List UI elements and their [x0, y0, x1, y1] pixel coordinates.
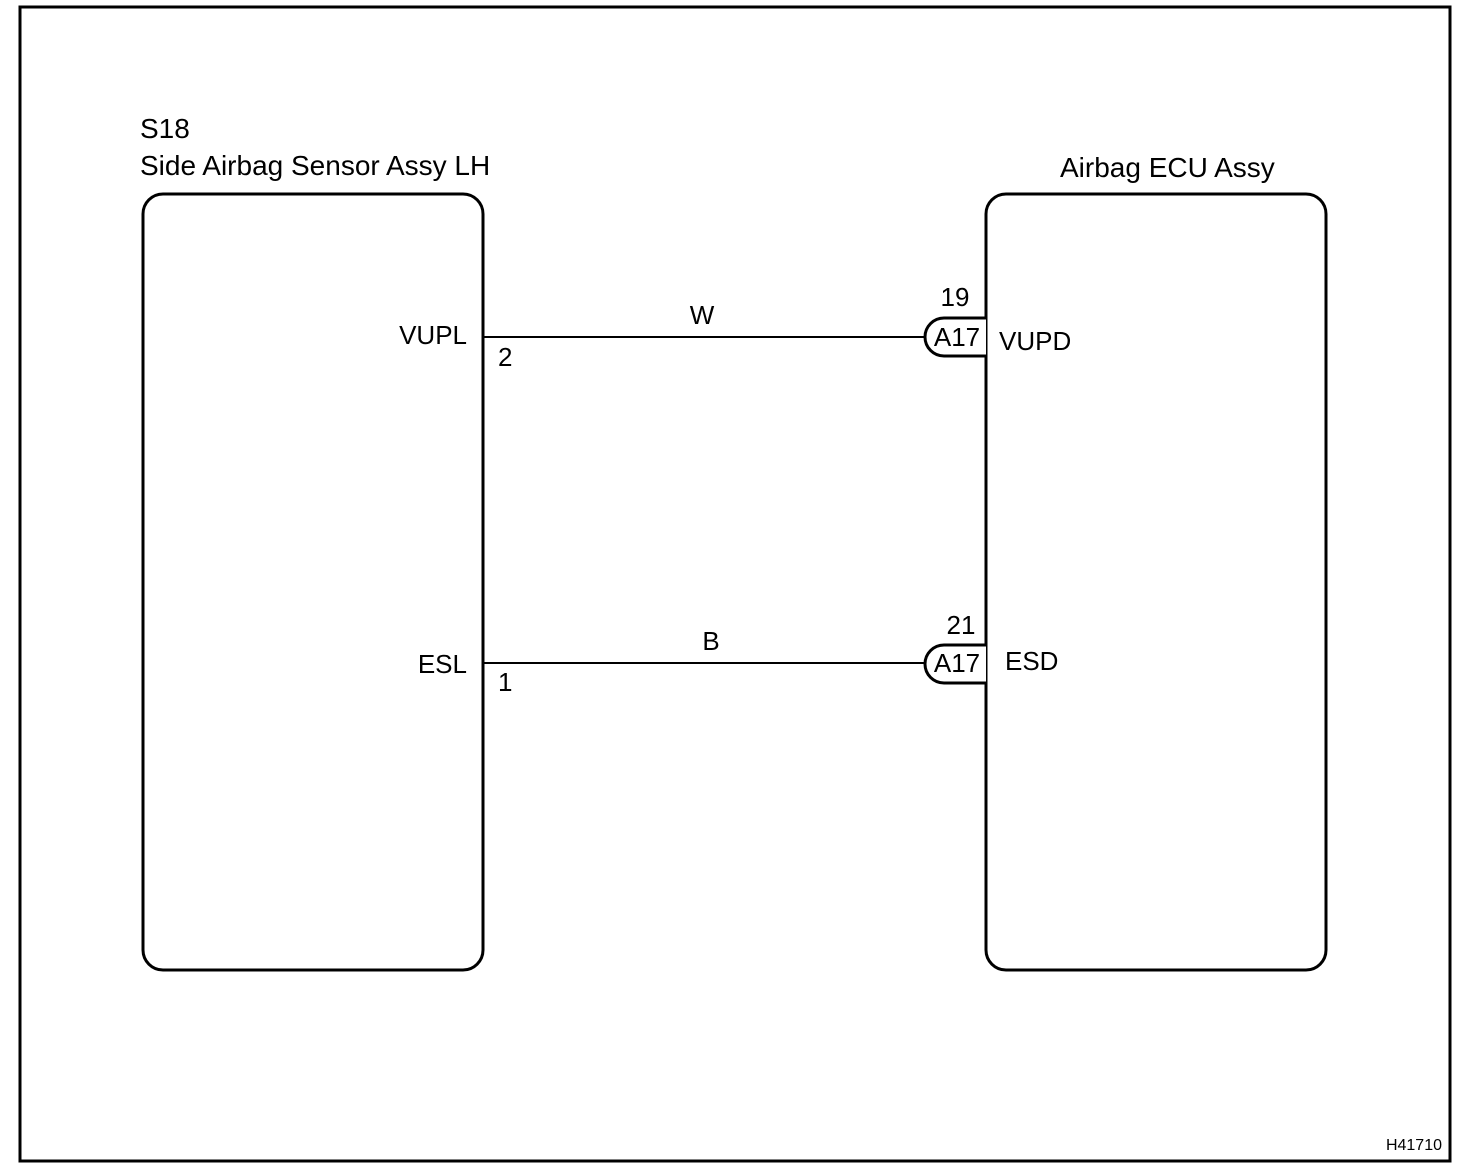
wire-color-w: W [690, 300, 715, 330]
right-pin-label-esd: ESD [1005, 646, 1058, 676]
right-component-name: Airbag ECU Assy [1060, 152, 1275, 183]
right-pin-label-vupd: VUPD [999, 326, 1071, 356]
connector-a17-esd [923, 643, 986, 685]
left-component-code: S18 [140, 113, 190, 144]
figure-id: H41710 [1386, 1137, 1442, 1154]
connector-a17-label-2: A17 [934, 648, 980, 678]
left-pin-number-2: 2 [498, 342, 512, 372]
left-pin-number-1: 1 [498, 667, 512, 697]
left-component-name: Side Airbag Sensor Assy LH [140, 150, 490, 181]
connector-a17-label-1: A17 [934, 322, 980, 352]
right-pin-number-21: 21 [947, 610, 976, 640]
left-pin-label-esl: ESL [418, 649, 467, 679]
left-component-box [141, 192, 485, 972]
right-pin-number-19: 19 [941, 282, 970, 312]
diagram-frame [18, 5, 1452, 1163]
wire-color-b: B [702, 626, 719, 656]
left-pin-label-vupl: VUPL [399, 320, 467, 350]
connector-a17-vupd [923, 316, 986, 358]
right-component-box [984, 192, 1328, 972]
